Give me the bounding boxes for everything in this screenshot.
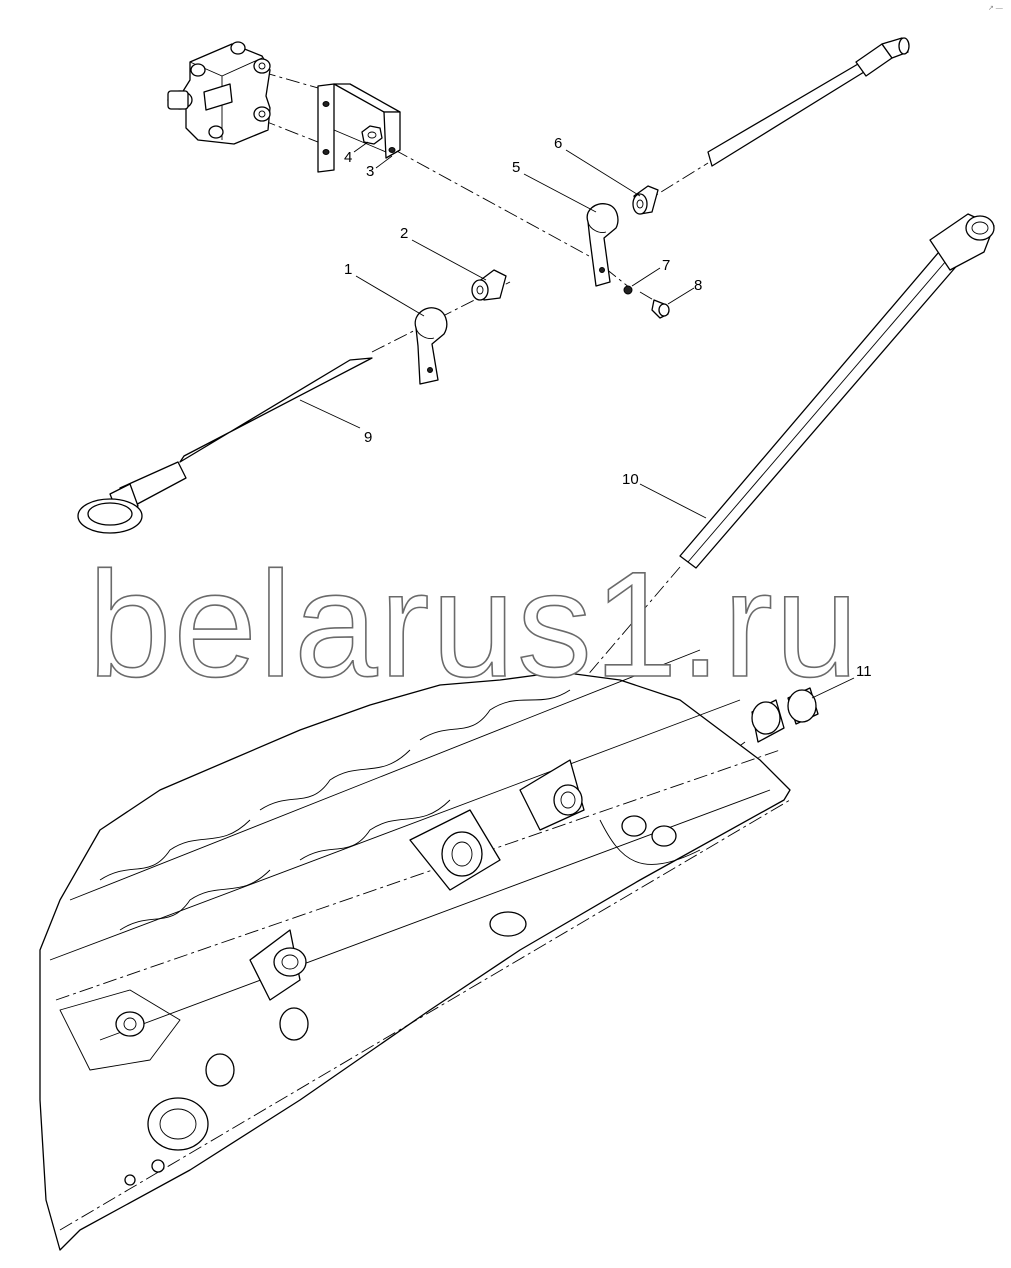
callout-9: 9 bbox=[299, 399, 372, 446]
callout-9-label: 9 bbox=[364, 429, 372, 446]
callout-11-label: 11 bbox=[856, 663, 872, 680]
callout-2: 2 bbox=[400, 225, 487, 281]
washer-part-7 bbox=[623, 285, 633, 295]
callout-10-label: 10 bbox=[622, 471, 639, 488]
callout-8: 8 bbox=[667, 277, 702, 305]
screw-part-8 bbox=[651, 299, 670, 319]
clamp-part-1 bbox=[414, 307, 448, 385]
callout-1-label: 1 bbox=[344, 261, 352, 278]
valve-block-part bbox=[167, 41, 271, 145]
callout-8-label: 8 bbox=[694, 277, 702, 294]
callout-3-label: 3 bbox=[366, 163, 374, 180]
callout-6: 6 bbox=[554, 135, 641, 197]
callout-7-label: 7 bbox=[662, 257, 670, 274]
callout-5-label: 5 bbox=[512, 159, 520, 176]
clamp-part-5 bbox=[586, 203, 619, 287]
watermark-text: belarus1.ru bbox=[88, 540, 860, 708]
callout-11: 11 bbox=[811, 663, 872, 699]
callout-4-label: 4 bbox=[344, 149, 352, 166]
callout-5: 5 bbox=[512, 159, 597, 213]
callout-2-label: 2 bbox=[400, 225, 408, 242]
callout-1: 1 bbox=[344, 261, 425, 317]
callout-10: 10 bbox=[622, 471, 707, 519]
corner-mark: ↗ — bbox=[988, 5, 1003, 12]
callout-7: 7 bbox=[631, 257, 670, 287]
tube-part-10 bbox=[679, 213, 995, 569]
bracket-part-3 bbox=[317, 83, 401, 173]
plug-part-11 bbox=[751, 687, 819, 743]
upper-tube bbox=[707, 37, 910, 167]
callout-6-label: 6 bbox=[554, 135, 562, 152]
cylinder-head bbox=[39, 649, 791, 1251]
sleeve-part-2 bbox=[471, 269, 507, 301]
sleeve-part-6 bbox=[632, 185, 659, 215]
dipstick-part-9 bbox=[77, 357, 373, 534]
callouts: 1 2 3 4 5 6 7 8 bbox=[299, 135, 872, 699]
callout-4: 4 bbox=[344, 141, 369, 166]
callout-3: 3 bbox=[366, 155, 393, 180]
